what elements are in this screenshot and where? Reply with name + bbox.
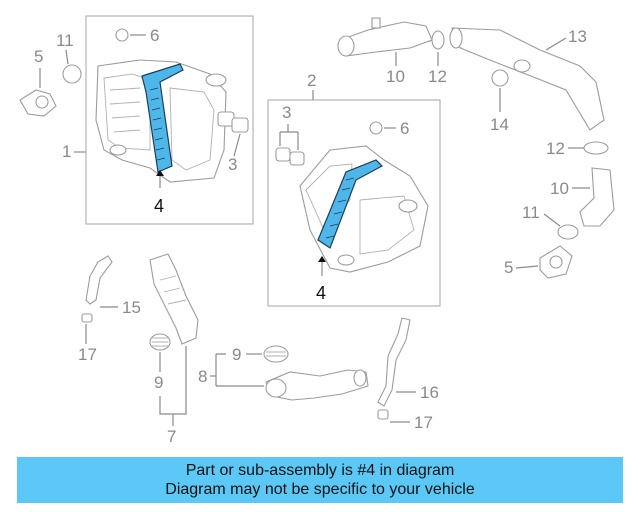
callout-14: 14: [490, 115, 509, 134]
breather-hose-16: [377, 317, 411, 407]
intake-hose-7: [149, 253, 199, 345]
callout-12-top: 12: [428, 67, 447, 86]
intake-hose-10-top: [337, 17, 433, 57]
leader-11-left: [65, 49, 69, 65]
callout-17-right: 17: [414, 413, 433, 432]
part-info-banner: Part or sub-assembly is #4 in diagram Di…: [17, 457, 623, 503]
assembly-box-2: [267, 99, 441, 307]
leader-8: [210, 353, 264, 387]
o-ring-6-left: [115, 28, 129, 42]
mass-air-flow-sensor-left: [19, 89, 57, 117]
screen-9-middle: [263, 345, 289, 363]
callout-13: 13: [568, 27, 587, 46]
callout-9-middle: 9: [232, 345, 241, 364]
callout-16: 16: [420, 383, 439, 402]
clamp-17-right: [377, 409, 389, 420]
callout-7: 7: [167, 427, 176, 446]
banner-line-disclaimer: Diagram may not be specific to your vehi…: [165, 481, 475, 498]
mass-air-flow-sensor-right: [539, 245, 573, 279]
arrowhead-4-left: [156, 170, 164, 176]
clamp-17-left: [81, 313, 93, 323]
breather-hose-15: [85, 255, 113, 305]
clamp-11-right: [557, 224, 579, 240]
callout-10-right: 10: [550, 179, 569, 198]
leader-3-right: [279, 124, 299, 150]
banner-line-part: Part or sub-assembly is #4 in diagram: [185, 462, 455, 479]
screen-mesh-9-left: [152, 337, 168, 347]
intake-duct-13: [449, 27, 605, 131]
callout-6-right: 6: [400, 119, 409, 138]
air-filter-element-right: [317, 159, 383, 249]
callout-4-right: 4: [316, 283, 326, 303]
callout-11-left: 11: [56, 31, 74, 50]
intake-duct-8: [265, 369, 369, 401]
arrowhead-4-right: [318, 256, 326, 262]
callout-15: 15: [122, 298, 141, 317]
callout-8: 8: [198, 367, 207, 386]
callout-5-left: 5: [34, 47, 43, 66]
leader-7: [159, 346, 187, 426]
callout-6-left: 6: [150, 26, 159, 45]
clamp-12-right: [583, 141, 609, 155]
assembly-box-1: [85, 15, 254, 225]
callout-4-left: 4: [154, 196, 164, 216]
callout-3-right: 3: [282, 103, 291, 122]
callout-2: 2: [307, 71, 316, 90]
callout-11-right: 11: [522, 203, 540, 222]
air-filter-pleats-right: [325, 177, 355, 239]
screen-mesh-9-middle: [266, 351, 286, 357]
callout-9-left: 9: [154, 373, 163, 392]
callout-3-left: 3: [228, 155, 237, 174]
grommet-set-right: [275, 147, 305, 166]
clamp-12-top: [431, 30, 445, 50]
o-ring-6-right: [369, 121, 383, 135]
air-filter-pleats-left: [149, 87, 166, 161]
callout-17-left: 17: [78, 345, 97, 364]
intake-hose-10-right: [579, 167, 615, 227]
leader-3-left: [233, 133, 241, 157]
leader-13: [545, 37, 567, 51]
callout-12-right: 12: [546, 139, 565, 158]
clamp-14: [491, 69, 509, 87]
callout-1: 1: [62, 142, 71, 161]
callout-5-right: 5: [504, 258, 513, 277]
leader-11-right: [543, 213, 561, 227]
callout-10-top: 10: [386, 67, 405, 86]
grommet-set-left: [217, 111, 249, 133]
air-filter-element-left: [141, 63, 184, 173]
hose-clamp-11-left: [62, 64, 82, 84]
leader-5-right: [515, 265, 539, 269]
